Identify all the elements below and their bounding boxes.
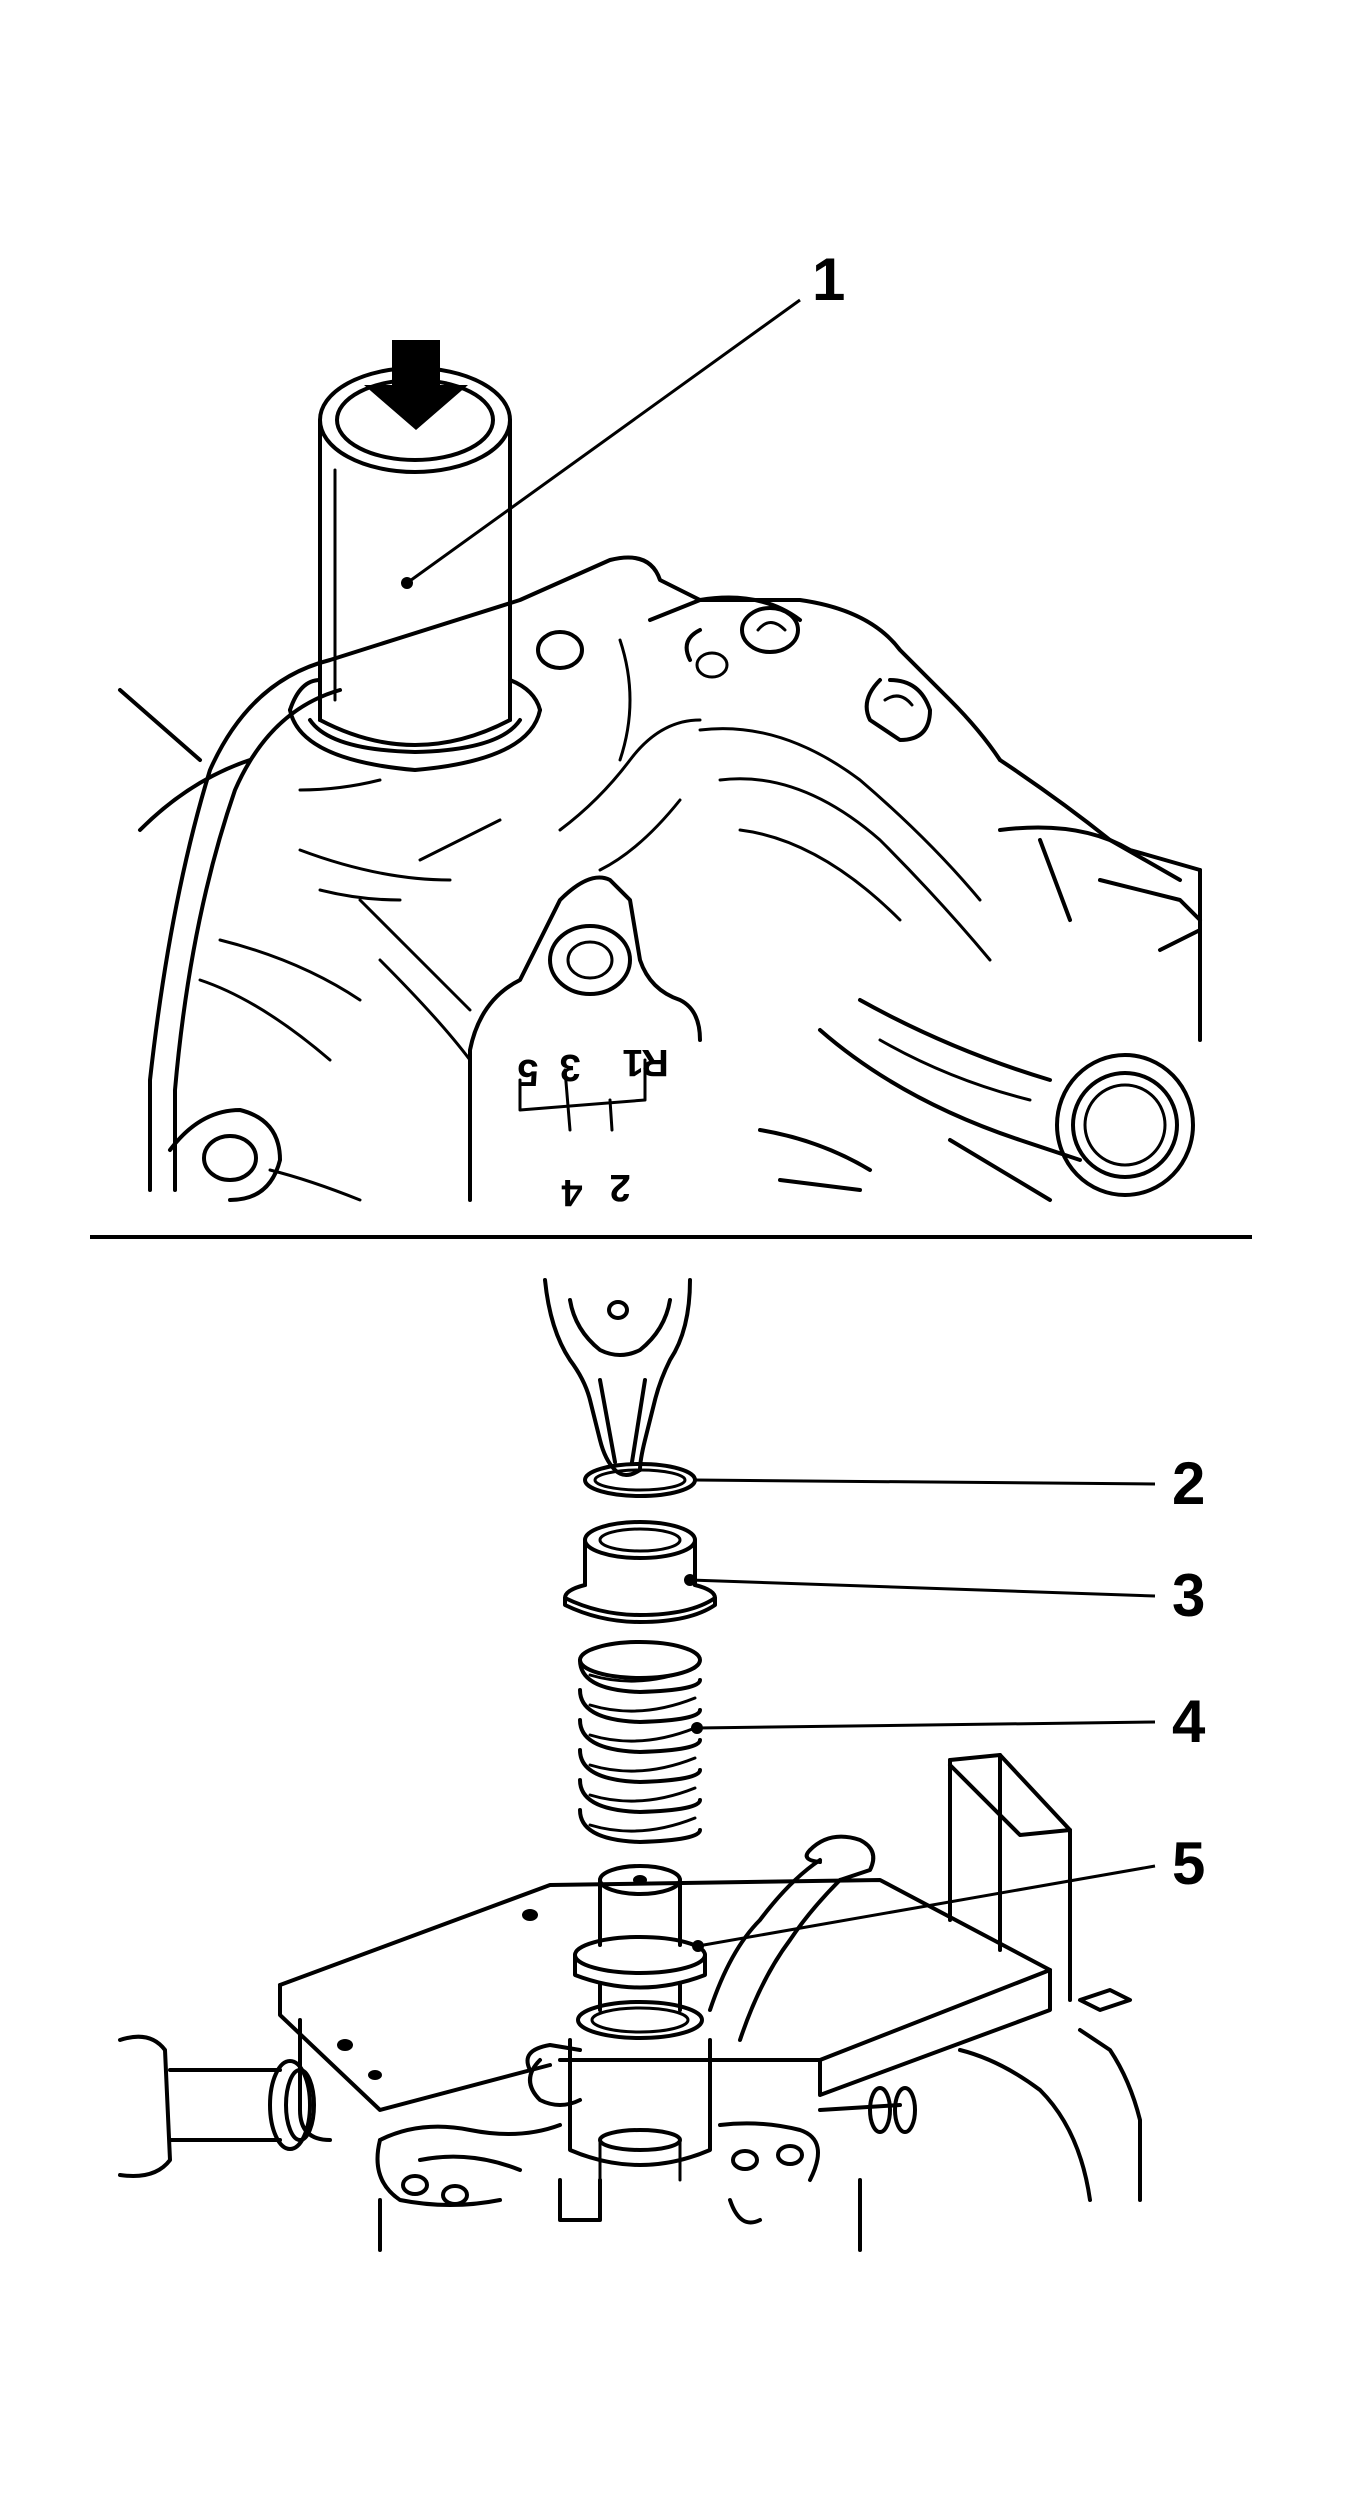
spring [578,1640,702,1844]
circlip [583,1462,697,1498]
gear-label-1: 1 [622,1041,643,1083]
callout-3: 3 [684,1562,1205,1629]
selector-shaft [573,1864,707,2040]
drift-tool [288,366,542,772]
callout-label-3: 3 [1172,1562,1205,1629]
callout-label-2: 2 [1172,1450,1205,1517]
callout-5: 5 [692,1830,1205,1952]
push-arrow [364,340,468,430]
gearbox-housing [118,555,1202,1202]
shift-pattern: R 1 3 5 2 4 [517,1041,668,1213]
callout-label-1: 1 [812,246,845,313]
gear-label-2: 2 [609,1166,630,1208]
callout-label-4: 4 [1172,1688,1206,1755]
callout-2: 2 [694,1450,1205,1517]
gear-label-5: 5 [517,1051,538,1093]
callout-4: 4 [691,1688,1206,1755]
callout-1: 1 [401,246,845,589]
circlip-pliers [543,1278,692,1477]
gear-label-4: 4 [561,1171,582,1213]
gear-label-3: 3 [559,1046,580,1088]
sleeve [563,1520,717,1624]
gearbox-cover-assembly [118,1753,1142,2252]
callout-label-5: 5 [1172,1830,1205,1897]
